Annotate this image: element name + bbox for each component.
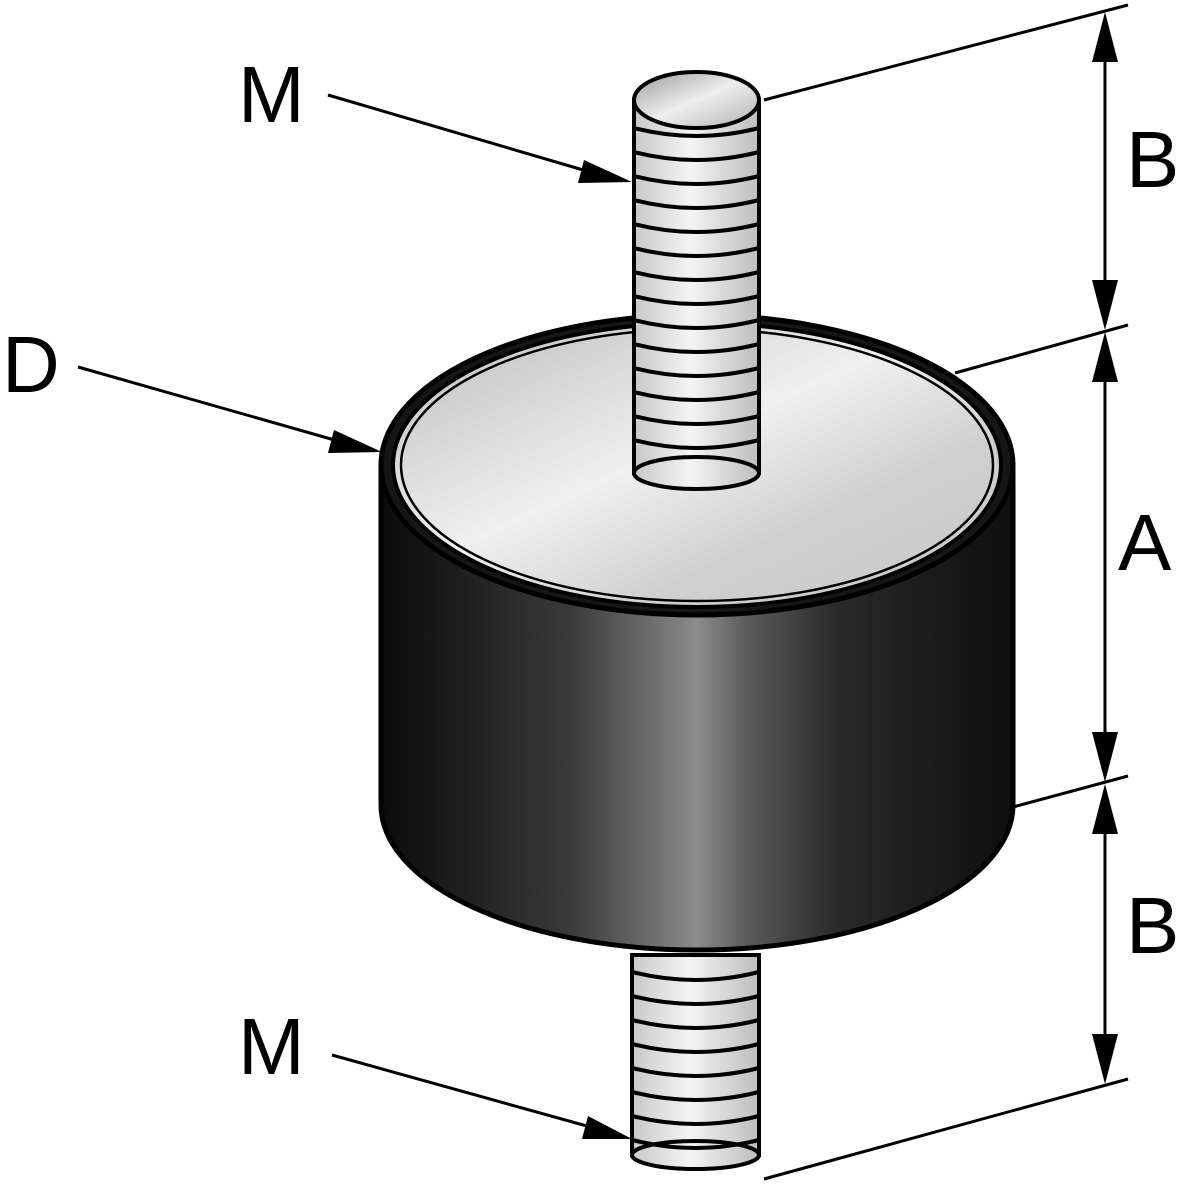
dimension-b-bottom	[1092, 784, 1118, 1084]
thread-ridge	[633, 366, 760, 378]
thread-ridge	[633, 390, 760, 402]
thread-ridge	[631, 994, 760, 1006]
label-diameter: D	[2, 320, 60, 409]
thread-ridge	[631, 1138, 760, 1150]
thread-ridge	[631, 1018, 760, 1030]
dimension-b-top	[1092, 12, 1118, 330]
thread-ridge	[633, 318, 760, 330]
thread-ridge	[633, 174, 760, 186]
label-thread-top: M	[238, 50, 305, 139]
leader-thread-top	[327, 93, 632, 183]
thread-ridge	[631, 1066, 760, 1078]
thread-ridge	[633, 246, 760, 258]
thread-ridge	[631, 1042, 760, 1054]
thread-ridge	[633, 342, 760, 354]
label-stud-length-bottom: B	[1126, 881, 1179, 970]
top-stud	[632, 70, 761, 491]
dimension-a	[1092, 332, 1118, 782]
leader-thread-bottom	[331, 1053, 632, 1139]
bottom-stud	[630, 953, 761, 1171]
thread-ridge	[633, 198, 760, 210]
thread-ridge	[633, 270, 760, 282]
leader-diameter	[77, 365, 382, 453]
thread-ridge	[631, 1090, 760, 1102]
thread-ridge	[633, 126, 760, 138]
thread-ridge	[633, 222, 760, 234]
thread-ridge	[633, 294, 760, 306]
label-body-height: A	[1118, 498, 1172, 587]
thread-ridge	[633, 150, 760, 162]
thread-ridge	[631, 1114, 760, 1126]
thread-ridge	[633, 438, 760, 450]
label-stud-length-top: B	[1126, 115, 1179, 204]
thread-ridge	[633, 414, 760, 426]
extension-lines	[763, 3, 1129, 1181]
thread-ridge	[631, 970, 760, 982]
label-thread-bottom: M	[238, 1002, 305, 1091]
